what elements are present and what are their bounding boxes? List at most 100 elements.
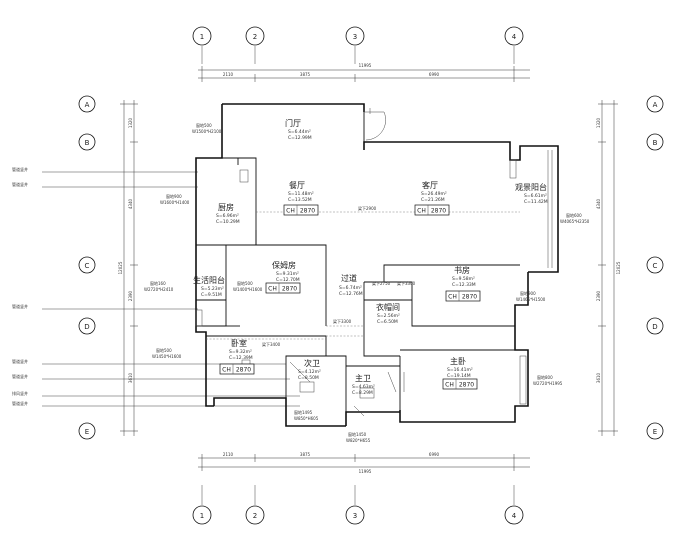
ch-label: CH: [222, 367, 231, 374]
dimension-bottom: 2110 3875 6990 11995: [198, 452, 530, 474]
ceiling-height: 2870: [236, 367, 251, 374]
room-master-bath: 主卫 S=4.63m² C=8.29M: [352, 373, 375, 396]
room-bedroom2: 卧室 S=9.32m² C=12.39M CH 2870 梁下3400: [219, 338, 281, 375]
ceiling-height: 2870: [431, 208, 446, 215]
dim-total: 11995: [359, 63, 372, 68]
room-perimeter: C=12.39M: [229, 355, 253, 361]
axis-label: 2: [253, 512, 257, 520]
dim-segment: 4340: [596, 198, 601, 209]
room-perimeter: C=12.76M: [339, 291, 363, 297]
window-size: W4065*H2350: [560, 219, 590, 224]
room-study: 书房 S=9.58m² C=12.33M CH 2870 梁下3300: [397, 265, 481, 302]
axis-label: 4: [512, 512, 517, 520]
beam-note: 梁下3300: [397, 280, 416, 286]
axis-label: C: [85, 262, 90, 270]
window-size: W2720*H1995: [533, 381, 563, 386]
room-perimeter: C=8.29M: [352, 390, 373, 396]
toilet-fixture: [359, 387, 375, 399]
axis-label: E: [653, 428, 657, 436]
axis-rows-left: A B C D E: [78, 95, 96, 440]
dimension-right: 1320 4340 2390 3610 12025: [596, 100, 621, 436]
annotation-label: 管道竖井: [12, 181, 28, 187]
dim-segment: 3875: [300, 452, 311, 457]
window-sill: 窗地900: [166, 193, 182, 199]
annotation-label: 管道竖井: [12, 358, 28, 364]
axis-label: A: [653, 101, 658, 109]
toilet-fixture: [299, 381, 315, 393]
dim-segment: 3610: [128, 372, 133, 383]
dim-segment: 2110: [223, 72, 234, 77]
dim-segment: 2390: [128, 290, 133, 301]
ch-label: CH: [268, 286, 277, 293]
room-nanny: 保姆房 S=9.31m² C=12.70M CH 2870: [265, 260, 301, 294]
dim-segment: 4340: [128, 198, 133, 209]
room-perimeter: C=6.50M: [377, 319, 398, 325]
room-area: S=2.56m²: [377, 313, 400, 319]
room-area: S=11.48m²: [288, 191, 314, 197]
axis-label: 3: [353, 33, 357, 41]
axis-label: 4: [512, 33, 517, 41]
room-area: S=9.31m²: [276, 271, 299, 277]
room-living: 客厅 S=26.49m² C=21.26M CH 2870 梁下2900: [358, 180, 450, 216]
room-perimeter: C=8.50M: [298, 375, 319, 381]
ch-label: CH: [417, 208, 426, 215]
axis-label: B: [653, 139, 658, 147]
room-view-balcony: 观景阳台 S=6.61m² C=11.42M: [515, 182, 548, 205]
window-size: W820*H655: [346, 438, 371, 443]
room-area: S=6.44m²: [288, 129, 311, 135]
axis-label: 1: [200, 33, 204, 41]
room-name: 厨房: [218, 202, 234, 212]
axis-bubble: [245, 26, 265, 46]
window-size: W1400*H1600: [233, 287, 263, 292]
room-area: S=16.41m²: [447, 367, 473, 373]
axis-label: 1: [200, 512, 204, 520]
axis-label: C: [653, 262, 658, 270]
ch-label: CH: [448, 294, 457, 301]
dim-segment: 6990: [429, 452, 440, 457]
entry-door: [364, 108, 386, 141]
dim-segment: 3610: [596, 372, 601, 383]
window-sill: 窗地1495: [294, 409, 313, 415]
annotation-label: 管道竖井: [12, 166, 28, 172]
window-size: W1465*H1500: [516, 297, 546, 302]
axis-columns-bottom: 1 2 3 4: [192, 485, 524, 525]
window-notes: 窗地500 W1500*H2100 窗地900 W1600*H1400 窗地16…: [144, 122, 590, 443]
room-bath2: 次卫 S=4.12m² C=8.50M: [298, 358, 321, 381]
room-perimeter: C=9.51M: [201, 292, 222, 298]
room-name: 书房: [454, 265, 470, 275]
window-size: W2720*H2410: [144, 287, 174, 292]
room-closet: 衣帽间 S=2.56m² C=6.50M: [376, 302, 400, 325]
window-size: W1450*H1600: [152, 354, 182, 359]
axis-label: D: [84, 323, 89, 331]
window-sill: 窗地1450: [348, 431, 367, 437]
dim-total: 11995: [359, 469, 372, 474]
annotation-label: 管道竖井: [12, 373, 28, 379]
axis-bubble: [504, 26, 524, 46]
interior-walls: [196, 104, 520, 412]
sink-fixture: [239, 169, 249, 183]
window-sill: 窗地900: [520, 290, 536, 296]
room-kitchen: 厨房 S=6.96m² C=10.29M: [216, 202, 240, 225]
room-name: 门厅: [285, 118, 301, 128]
room-name: 观景阳台: [515, 182, 547, 192]
dim-segment: 6990: [429, 72, 440, 77]
ch-label: CH: [286, 208, 295, 215]
annotation-label: 排风竖井: [12, 390, 28, 396]
dim-segment: 1320: [128, 117, 133, 128]
dim-segment: 3875: [300, 72, 311, 77]
window-size: W1600*H1400: [160, 200, 190, 205]
axis-columns-top: 1 2 3 4: [192, 26, 524, 64]
room-passage: 过道 S=6.74m² C=12.76M 梁下2750 梁下3300: [333, 273, 391, 324]
beam-note: 梁下3300: [333, 318, 352, 324]
room-master-bed: 主卧 S=16.41m² C=19.14M CH 2870: [442, 356, 478, 390]
axis-label: 2: [253, 33, 257, 41]
view-balcony-window: [547, 150, 553, 268]
room-area: S=5.23m²: [201, 286, 224, 292]
axis-label: B: [85, 139, 90, 147]
window-size: W850*H605: [294, 416, 319, 421]
room-perimeter: C=19.14M: [447, 373, 471, 379]
room-perimeter: C=12.99M: [288, 135, 312, 141]
annotation-label: 管道竖井: [12, 400, 28, 406]
beam-note: 梁下2900: [358, 205, 377, 211]
